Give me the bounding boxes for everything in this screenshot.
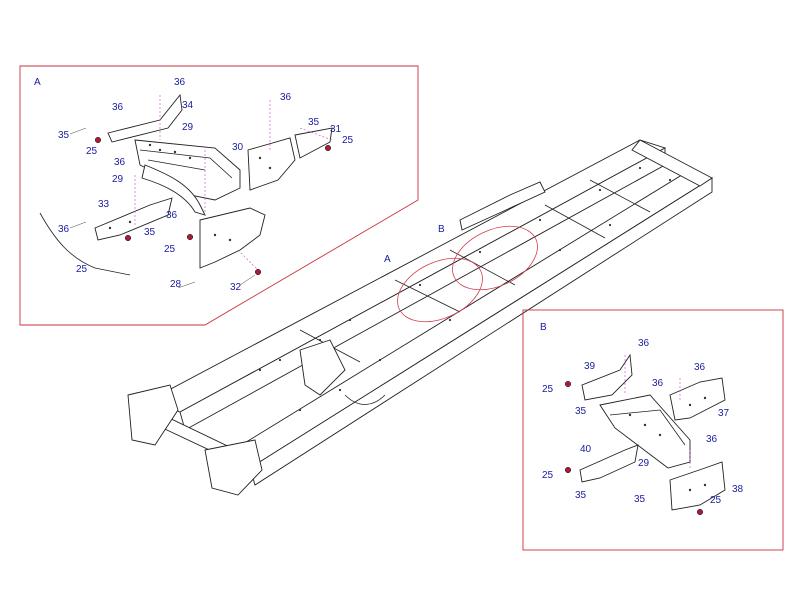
marker-b-ellipse [452, 225, 538, 291]
callout-b-36: 36 [652, 378, 664, 389]
callout-b-29: 29 [638, 458, 650, 469]
callout-a-30: 30 [232, 142, 244, 153]
callout-b-40: 40 [580, 444, 592, 455]
rear-bracket-right [204, 439, 263, 496]
marker-a-ellipse [397, 257, 483, 323]
bracket-31 [294, 127, 333, 159]
side-bracket [459, 181, 546, 231]
detail-b-parts [564, 353, 726, 516]
detail-b-frame [522, 309, 784, 551]
detail-b-label: B [540, 322, 547, 333]
suspension-bracket [299, 339, 346, 396]
callout-a-25: 25 [86, 146, 98, 157]
part-28-outline [39, 212, 131, 276]
detail-a-panel: A [19, 65, 419, 326]
detail-b-callouts: 36 39 36 36 25 35 37 40 29 36 25 35 35 2… [542, 338, 744, 506]
detail-a-frame [19, 65, 419, 326]
callout-a-25: 35 [144, 227, 156, 238]
callout-a-29: 29 [182, 122, 194, 133]
callout-a-36: 36 [112, 102, 124, 113]
callout-a-35: 36 [58, 224, 70, 235]
main-chassis: A B [127, 139, 714, 496]
bracket-33 [94, 197, 173, 241]
callout-b-36: 36 [638, 338, 650, 349]
callout-a-35: 35 [58, 130, 70, 141]
callout-a-29: 29 [112, 174, 124, 185]
callout-b-25: 25 [542, 384, 554, 395]
callout-a-34: 34 [182, 100, 194, 111]
callout-b-36: 36 [694, 362, 706, 373]
rear-bracket-left [127, 384, 179, 446]
bracket-36-right [247, 137, 296, 191]
callout-a-36: 36 [280, 92, 292, 103]
callout-b-35: 35 [634, 494, 646, 505]
front-crossmember [631, 139, 713, 187]
marker-a-label: A [384, 254, 391, 265]
callout-a-31: 31 [330, 124, 342, 135]
detail-a-callouts: 36 36 34 35 29 25 36 30 36 35 31 25 36 2… [58, 77, 354, 293]
detail-b-panel: B 36 [522, 309, 784, 551]
detail-a-label: A [34, 77, 41, 88]
crossmember-29-curve [141, 164, 206, 216]
callout-a-25: 25 [342, 135, 354, 146]
callout-b-25: 25 [542, 470, 554, 481]
callout-a-35: 32 [230, 282, 242, 293]
bracket-40 [579, 444, 639, 483]
marker-b-label: B [438, 224, 445, 235]
callout-b-37: 37 [718, 408, 730, 419]
callout-b-25: 25 [710, 495, 722, 506]
callout-a-36: 36 [174, 77, 186, 88]
callout-b-35: 35 [575, 490, 587, 501]
callout-a-32: 28 [170, 279, 182, 290]
callout-b-36: 36 [706, 434, 718, 445]
callout-b-38: 38 [732, 484, 744, 495]
callout-a-28: 25 [76, 264, 88, 275]
callout-a-36: 36 [166, 210, 178, 221]
callout-a-25: 25 [164, 244, 176, 255]
bracket-37 [669, 377, 726, 421]
callout-a-33: 33 [98, 199, 110, 210]
callout-b-39: 39 [584, 361, 596, 372]
callout-a-35: 35 [308, 117, 320, 128]
callout-b-35: 35 [575, 406, 587, 417]
bracket-32 [199, 207, 266, 269]
callout-a-36: 36 [114, 157, 126, 168]
detail-a-parts [39, 93, 333, 276]
bracket-38 [669, 461, 726, 511]
bracket-39 [581, 353, 633, 401]
